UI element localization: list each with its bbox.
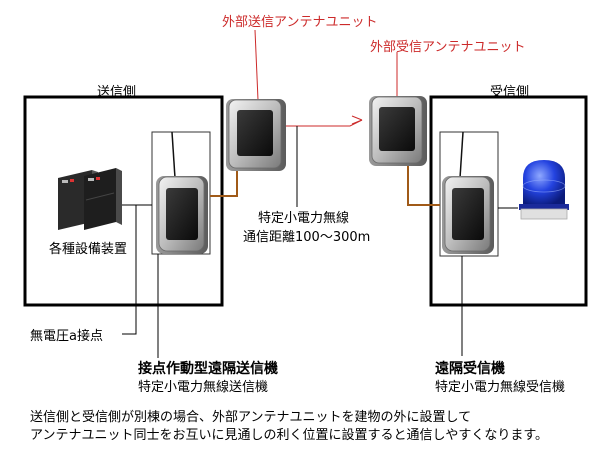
external-tx-antenna	[226, 99, 286, 171]
equipment-label: 各種設備装置	[49, 242, 128, 257]
radio-spec-line1: 特定小電力無線	[258, 211, 350, 226]
receiver-device	[442, 131, 494, 254]
contact-label: 無電圧a接点	[30, 329, 103, 344]
note-line-2: アンテナユニット同士をお互いに見通しの利く位置に設置すると通信しやすくなります。	[30, 428, 549, 443]
note-line-1: 送信側と受信側が別棟の場合、外部アンテナユニットを建物の外に設置して	[30, 410, 472, 425]
ext-tx-callout-line	[254, 29, 259, 101]
radio-signal-arrow	[285, 119, 363, 127]
transmitter-device	[156, 131, 208, 254]
tx-side-label: 送信側	[97, 85, 137, 100]
rx-side-label: 受信側	[490, 85, 530, 100]
ext-tx-antenna-label: 外部送信アンテナユニット	[222, 15, 378, 30]
tx-desc-label: 特定小電力無線送信機	[138, 380, 269, 395]
rx-name-label: 遠隔受信機	[435, 361, 505, 377]
rx-desc-label: 特定小電力無線受信機	[435, 380, 566, 395]
rx-antenna-cable	[407, 164, 440, 206]
tx-building-frame	[23, 95, 224, 307]
equipment-device	[58, 168, 122, 230]
rx-building-frame	[429, 95, 588, 307]
receiver-outline	[439, 131, 499, 257]
contact-pointer	[122, 205, 137, 335]
beacon-light	[519, 160, 569, 220]
ext-rx-antenna-label: 外部受信アンテナユニット	[370, 40, 526, 55]
tx-antenna-cable	[210, 170, 238, 197]
radio-spec-line2: 通信距離100～300m	[243, 230, 371, 245]
tx-name-label: 接点作動型遠隔送信機	[138, 361, 278, 377]
external-rx-antenna	[369, 96, 427, 166]
